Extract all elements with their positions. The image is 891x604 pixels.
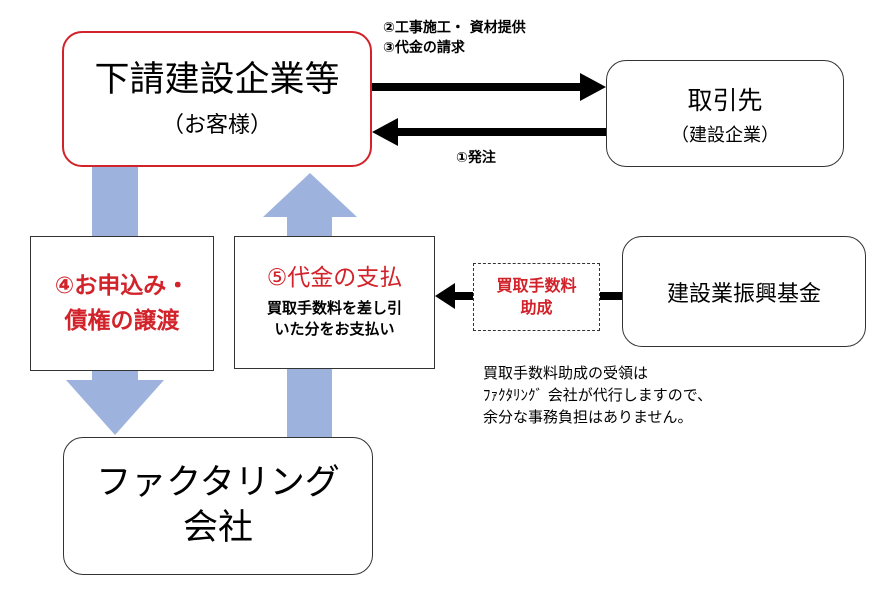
order-left-arrow [372,118,606,146]
construction-label: ②工事施工・ 資材提供 [383,20,526,36]
construction-right-arrow [372,73,606,101]
note-line1: 買取手数料助成の受領は [483,364,649,382]
partner-subtitle: （建設企業） [671,124,779,146]
partner-box: 取引先 （建設企業） [606,60,844,167]
factoring-company-box: ファクタリング 会社 [63,437,373,575]
subsidy-box: 買取手数料 助成 [473,263,600,331]
client-subtitle: （お客様） [161,112,272,138]
client-name: 下請建設企業等 [94,60,340,101]
factoring-line2: 会社 [182,508,253,548]
payment-detail-line2: いた分をお支払い [274,320,395,339]
partner-name: 取引先 [687,85,763,115]
payment-box: ⑤代金の支払 買取手数料を差し引 いた分をお支払い [234,236,435,369]
client-box: 下請建設企業等 （お客様） [62,31,372,167]
apply-line1: ④お申込み・ [54,273,190,299]
fund-box: 建設業振興基金 [622,236,866,347]
subsidy-line2: 助成 [520,298,553,317]
note-line3: 余分な事務負担はありません。 [483,407,693,426]
subsidy-line1: 買取手数料 [496,275,577,295]
subsidy-note: 買取手数料助成の受領は ﾌｧｸﾀﾘﾝｸﾞ 会社が代行しますので、 余分な事務負担… [483,363,712,428]
order-label: ①発注 [456,150,496,166]
factoring-line1: ファクタリング [96,462,340,503]
invoice-label: ③代金の請求 [383,40,465,56]
note-line2: ﾌｧｸﾀﾘﾝｸﾞ 会社が代行しますので、 [483,385,713,404]
payment-detail-line1: 買取手数料を差し引 [266,298,402,317]
payment-title: ⑤代金の支払 [266,264,403,291]
fund-name: 建設業振興基金 [666,281,821,307]
apply-box: ④お申込み・ 債権の譲渡 [30,236,214,371]
apply-line2: 債権の譲渡 [64,307,180,334]
